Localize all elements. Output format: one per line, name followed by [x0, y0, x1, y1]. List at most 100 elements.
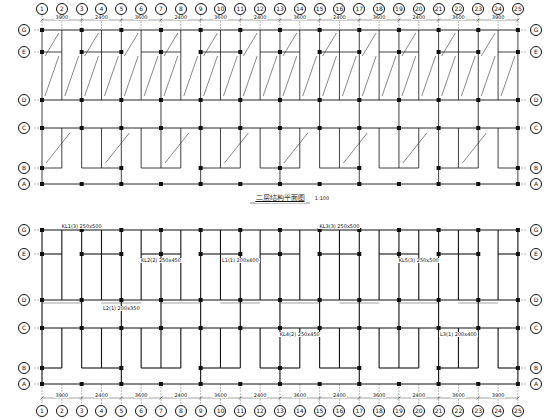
beam-line — [42, 253, 62, 254]
beam-line — [478, 254, 479, 300]
beam-line — [439, 253, 459, 254]
beam-line — [81, 100, 82, 128]
beam-line — [61, 254, 62, 300]
column — [476, 298, 480, 302]
axis-label: G — [22, 227, 27, 233]
axis-bubble: E — [18, 46, 30, 58]
beam-line — [240, 100, 241, 128]
beam-line — [121, 230, 122, 254]
column — [516, 126, 520, 130]
axis-bubble: 22 — [452, 405, 464, 417]
beam-line — [299, 30, 300, 52]
column — [357, 252, 361, 256]
column — [238, 28, 242, 32]
axis-label: 19 — [395, 408, 403, 414]
axis-label: B — [22, 165, 26, 171]
axis-bubble: 10 — [214, 3, 226, 15]
axis-bubble: 4 — [95, 405, 107, 417]
dimension-tick — [41, 397, 44, 400]
axis-label: 4 — [100, 408, 104, 414]
slab-mark — [442, 33, 456, 56]
column — [238, 228, 242, 232]
column — [318, 252, 322, 256]
axis-line — [121, 15, 122, 30]
axis-label: D — [22, 97, 27, 103]
column — [516, 28, 520, 32]
column — [437, 50, 441, 54]
axis-bubble: C — [18, 122, 30, 134]
beam-line — [121, 52, 122, 100]
axis-line — [319, 15, 320, 30]
slab-mark — [481, 56, 495, 96]
beam-line — [498, 367, 518, 368]
axis-bubble: D — [18, 294, 30, 306]
beam-line — [180, 30, 181, 52]
axis-line — [42, 384, 43, 405]
beam-line — [379, 254, 380, 300]
axis-bubble: 19 — [393, 3, 405, 15]
beam-line — [121, 168, 122, 184]
beam-line — [220, 30, 221, 52]
slab-mark — [343, 133, 367, 163]
beam-line — [319, 100, 320, 128]
axis-bubble: A — [530, 378, 542, 390]
column — [159, 98, 163, 102]
beam-line — [359, 100, 360, 128]
dimension-text: 2400 — [253, 393, 268, 398]
column — [159, 382, 163, 386]
beam-line — [82, 253, 102, 254]
beam-line — [517, 52, 518, 100]
beam-line — [398, 300, 399, 328]
column — [318, 50, 322, 54]
beam-line — [81, 300, 82, 328]
dimension-text: 2400 — [173, 15, 188, 20]
axis-label: 5 — [119, 6, 123, 12]
slab-mark — [303, 56, 317, 96]
column — [199, 166, 203, 170]
beam-line — [121, 328, 122, 368]
beam-line — [180, 128, 181, 168]
axis-bubble: 24 — [492, 3, 504, 15]
beam-line — [240, 230, 241, 254]
column — [278, 366, 282, 370]
axis-bubble: E — [18, 248, 30, 260]
beam-line — [101, 30, 102, 52]
dimension-tick — [199, 397, 202, 400]
beam-line — [280, 52, 300, 53]
dimension-text: 2400 — [332, 15, 347, 20]
dimension-tick — [437, 19, 440, 22]
column — [199, 326, 203, 330]
beam-line — [458, 253, 478, 254]
beam-line — [498, 254, 499, 300]
beam-line — [478, 100, 479, 128]
beam-line — [101, 52, 121, 53]
axis-line — [160, 384, 161, 405]
axis-bubble: 23 — [472, 3, 484, 15]
dimension-tick — [477, 397, 480, 400]
axis-label: A — [534, 181, 538, 187]
axis-label: 8 — [179, 408, 183, 414]
beam-line — [260, 168, 280, 169]
dimension-text: 3900 — [54, 15, 69, 20]
column — [437, 252, 441, 256]
beam-line — [359, 254, 360, 300]
axis-bubble: 14 — [294, 3, 306, 15]
column — [159, 326, 163, 330]
beam-line — [82, 367, 102, 368]
axis-bubble: 3 — [76, 405, 88, 417]
beam-line — [220, 253, 240, 254]
column — [318, 298, 322, 302]
beam-label: KL3(3) 250x500 — [318, 224, 360, 229]
slab-mark — [85, 56, 99, 96]
beam-line — [458, 367, 478, 368]
column — [238, 298, 242, 302]
column — [397, 326, 401, 330]
dimension-tick — [358, 397, 361, 400]
beam-line — [200, 52, 201, 100]
column — [516, 98, 520, 102]
column — [80, 252, 84, 256]
beam-line — [220, 128, 221, 168]
column — [357, 382, 361, 386]
beam-line — [498, 230, 499, 254]
axis-bubble: 17 — [353, 3, 365, 15]
